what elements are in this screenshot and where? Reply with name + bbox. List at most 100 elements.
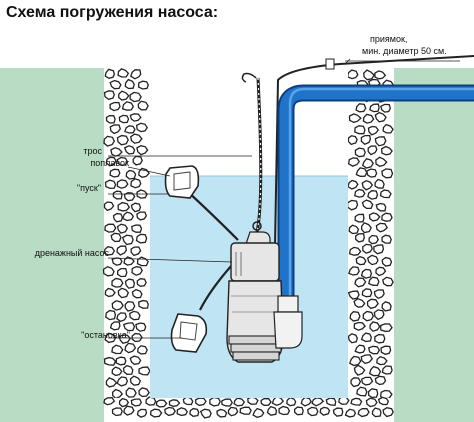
stone bbox=[354, 147, 366, 158]
stone bbox=[110, 232, 122, 243]
stone bbox=[366, 254, 379, 266]
stone bbox=[131, 332, 143, 343]
stone bbox=[375, 222, 389, 233]
stone bbox=[118, 90, 130, 101]
stone bbox=[379, 189, 392, 199]
stone bbox=[116, 267, 128, 278]
stone bbox=[149, 408, 163, 418]
stone bbox=[381, 256, 393, 267]
stone bbox=[360, 354, 373, 365]
stone bbox=[130, 178, 142, 189]
stone bbox=[136, 278, 147, 287]
float-stop-cable bbox=[199, 264, 233, 311]
stone bbox=[266, 405, 278, 416]
stone bbox=[135, 122, 148, 133]
stone bbox=[374, 333, 386, 344]
stone bbox=[137, 80, 150, 90]
stone bbox=[102, 265, 115, 277]
label-float: поплавок bbox=[90, 158, 129, 168]
stone bbox=[130, 246, 142, 257]
stone bbox=[109, 124, 122, 135]
stone bbox=[347, 179, 359, 190]
stone bbox=[373, 309, 385, 321]
stone bbox=[377, 396, 390, 406]
stone bbox=[116, 223, 129, 234]
stone bbox=[131, 288, 143, 299]
pit-bottom bbox=[103, 395, 394, 422]
stone bbox=[354, 277, 367, 288]
stone bbox=[368, 276, 380, 287]
stone bbox=[366, 298, 379, 310]
stone bbox=[367, 345, 381, 355]
stone bbox=[356, 386, 368, 397]
stone bbox=[369, 321, 381, 332]
stone bbox=[293, 406, 304, 416]
stone bbox=[380, 345, 392, 355]
stone bbox=[376, 356, 388, 366]
stone bbox=[362, 113, 375, 124]
stone bbox=[111, 277, 124, 288]
stone bbox=[348, 246, 362, 256]
stone bbox=[131, 266, 143, 276]
stone bbox=[367, 125, 380, 136]
stone bbox=[382, 276, 394, 287]
stone bbox=[367, 388, 379, 399]
stone bbox=[344, 408, 357, 418]
stone bbox=[365, 168, 378, 178]
stone bbox=[381, 301, 392, 312]
stone bbox=[286, 396, 297, 407]
stone bbox=[129, 113, 142, 122]
stone bbox=[182, 395, 194, 406]
stone bbox=[380, 103, 391, 113]
stone bbox=[374, 111, 387, 123]
stone bbox=[168, 399, 181, 407]
stone bbox=[221, 398, 233, 407]
label-pit-diameter: мин. диаметр 50 см. bbox=[362, 46, 447, 56]
stone bbox=[129, 91, 142, 103]
stone bbox=[124, 125, 136, 134]
stone bbox=[355, 255, 367, 266]
stone bbox=[348, 266, 360, 276]
stone bbox=[348, 224, 360, 235]
stone bbox=[118, 114, 130, 124]
stone bbox=[111, 344, 124, 355]
stone bbox=[354, 213, 365, 223]
stone bbox=[346, 199, 359, 211]
rope bbox=[241, 72, 263, 233]
stone bbox=[369, 103, 380, 113]
stone bbox=[311, 397, 325, 407]
stone bbox=[124, 78, 135, 90]
stone bbox=[350, 397, 363, 406]
stone bbox=[111, 300, 124, 311]
stone bbox=[111, 257, 123, 266]
stone bbox=[362, 243, 373, 254]
stone bbox=[354, 344, 366, 354]
pit-wall-left bbox=[102, 68, 151, 422]
stone bbox=[124, 278, 136, 289]
stone bbox=[381, 145, 393, 156]
stone bbox=[112, 212, 124, 223]
stone bbox=[332, 407, 344, 417]
stone bbox=[373, 244, 385, 255]
stone bbox=[103, 135, 116, 147]
stone bbox=[125, 169, 137, 180]
stone bbox=[116, 245, 128, 256]
stone bbox=[138, 387, 150, 398]
stone bbox=[104, 68, 116, 79]
stone bbox=[103, 397, 116, 406]
stone bbox=[354, 188, 366, 198]
stone bbox=[104, 287, 116, 298]
stone bbox=[199, 408, 212, 419]
stone bbox=[239, 406, 252, 415]
stone bbox=[121, 211, 135, 222]
stone bbox=[105, 156, 117, 167]
stone bbox=[124, 342, 137, 354]
stone bbox=[374, 178, 385, 189]
stone bbox=[135, 233, 148, 244]
page-title: Схема погружения насоса: bbox=[6, 4, 219, 21]
stone bbox=[347, 290, 360, 300]
stone bbox=[111, 366, 123, 377]
stone bbox=[325, 397, 337, 406]
stone bbox=[129, 310, 141, 321]
stone bbox=[346, 69, 359, 80]
